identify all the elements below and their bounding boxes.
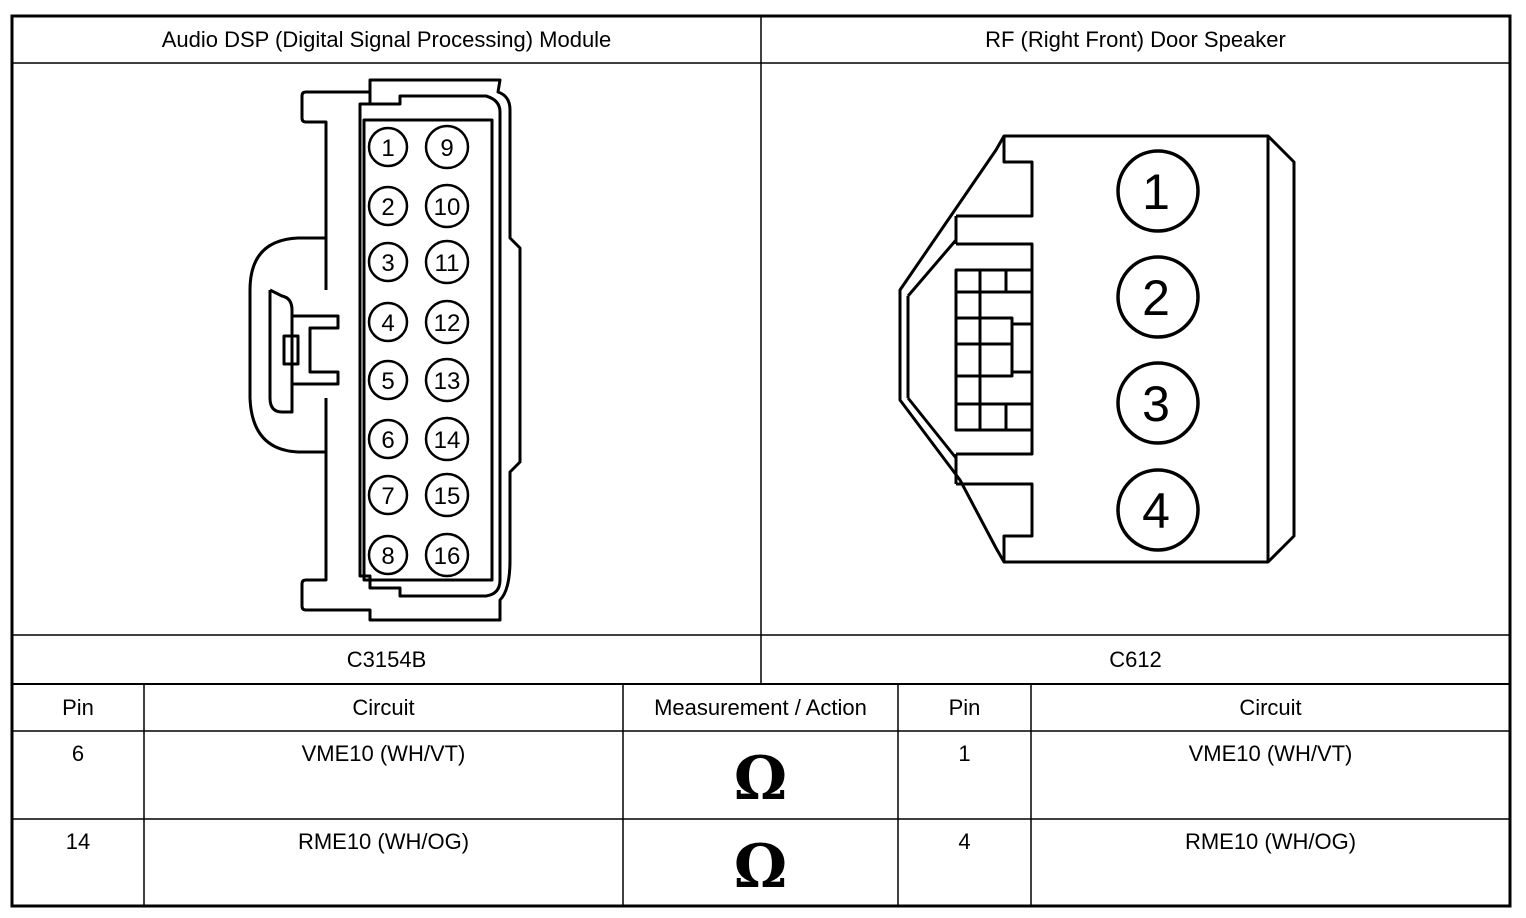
right-connector-name: C612 [1109, 646, 1162, 672]
pin-circle [424, 472, 470, 518]
row2-ohm-icon: Ω [733, 831, 788, 902]
col-header-measurement: Measurement / Action [654, 694, 867, 720]
row2-circuit-a: RME10 (WH/OG) [297, 829, 470, 854]
row1-pin-a: 6 [71, 741, 85, 766]
pin-label: 16 [434, 543, 461, 570]
pin-circle [424, 416, 470, 462]
row1-circuit-b: VME10 (WH/VT) [1188, 741, 1353, 766]
row1-ohm-icon: Ω [733, 744, 788, 814]
pin-label: 3 [1142, 376, 1170, 432]
pin-circle [367, 418, 409, 460]
pin-circle [424, 239, 470, 285]
pin-label: 4 [1142, 483, 1170, 539]
c3154b-connector-drawing [248, 78, 522, 622]
pin-circle [424, 183, 470, 229]
pin-circle [367, 301, 409, 343]
pin-label: 2 [381, 194, 394, 221]
pin-circle [424, 299, 470, 345]
c3154b-pin-labels: 1 2 3 4 5 6 7 8 9 10 11 12 13 14 15 16 [381, 135, 460, 570]
left-header: Audio DSP (Digital Signal Processing) Mo… [161, 26, 612, 52]
pin-circle [367, 241, 409, 283]
row1-circuit-a: VME10 (WH/VT) [301, 741, 466, 766]
c612-pins [1116, 149, 1200, 552]
col-header-pin-b: Pin [948, 694, 981, 720]
row2-pin-b: 4 [958, 829, 971, 854]
pin-circle [367, 474, 409, 516]
pin-label: 13 [434, 368, 461, 395]
row1-pin-b: 1 [958, 741, 971, 766]
pin-circle [424, 532, 470, 578]
row2-pin-a: 14 [65, 829, 91, 854]
pin-label: 5 [381, 368, 394, 395]
pin-label: 1 [381, 135, 394, 162]
col-header-circuit-b: Circuit [1239, 694, 1302, 720]
pin-label: 12 [434, 310, 461, 337]
pin-circle [1116, 255, 1200, 339]
pin-label: 4 [381, 310, 394, 337]
pin-label: 9 [440, 135, 453, 162]
pin-circle [424, 124, 470, 170]
pin-circle [1116, 149, 1200, 233]
pin-circle [367, 534, 409, 576]
row2-circuit-b: RME10 (WH/OG) [1184, 829, 1357, 854]
pin-label: 14 [434, 427, 461, 454]
c612-connector-drawing [898, 134, 1296, 564]
c3154b-pins [367, 124, 470, 578]
right-header: RF (Right Front) Door Speaker [985, 26, 1286, 52]
pin-label: 6 [381, 427, 394, 454]
pin-label: 3 [381, 250, 394, 277]
pin-label: 11 [435, 250, 460, 277]
col-header-pin-a: Pin [62, 694, 94, 720]
pin-label: 8 [381, 543, 394, 570]
col-header-circuit-a: Circuit [352, 694, 415, 720]
pin-label: 15 [434, 483, 461, 510]
left-connector-name: C3154B [346, 646, 427, 672]
pin-circle [1116, 361, 1200, 445]
pin-circle [367, 359, 409, 401]
pin-circle [424, 357, 470, 403]
pin-label: 2 [1142, 270, 1170, 326]
pin-label: 1 [1142, 164, 1170, 220]
pin-circle [1116, 468, 1200, 552]
pin-circle [367, 185, 409, 227]
c612-pin-labels: 1 2 3 4 [1142, 164, 1170, 539]
pin-label: 7 [381, 483, 394, 510]
pin-label: 10 [434, 194, 461, 221]
pin-circle [367, 126, 409, 168]
